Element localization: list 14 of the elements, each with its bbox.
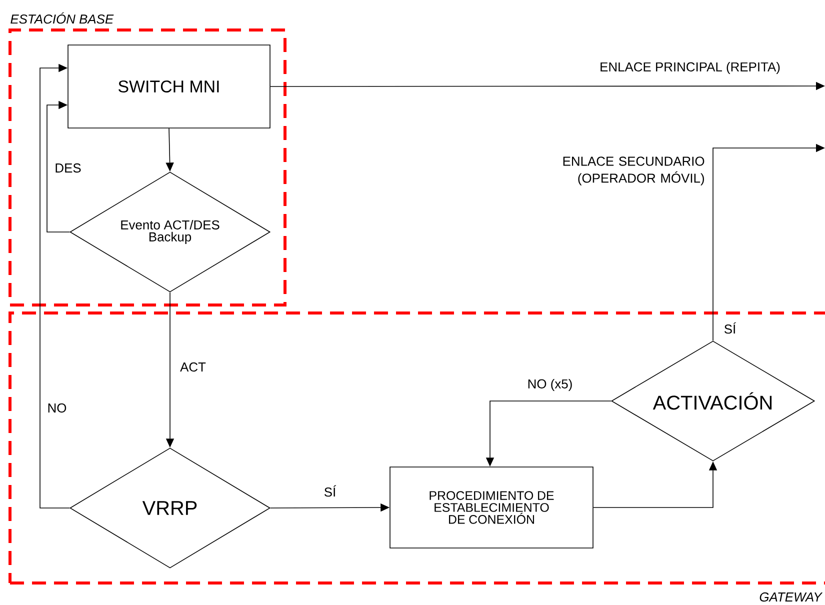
arrow [46,100,70,232]
arrow [40,64,70,508]
node-label: ESTACIÓN BASE [10,12,114,24]
node-label: GATEWAY [760,592,823,602]
edge-label: NO [46,402,68,414]
edge-label: ENLACE PRINCIPAL (REPITA) [598,60,782,76]
edge-label: NO (x5) [526,378,574,392]
process-box: SWITCH MNI [68,44,270,128]
edge-label: SÍ [322,484,338,498]
edge-label: DES [54,162,82,174]
edge-label: SÍ [722,321,738,335]
process-box: PROCEDIMIENTO DE ESTABLECIMIENTO DE CONEXIÓN [390,466,594,548]
note-label: ENLACE SECUNDARIO (OPERADOR MÓVIL) [563,156,704,186]
edge-label: ACT [179,361,207,373]
